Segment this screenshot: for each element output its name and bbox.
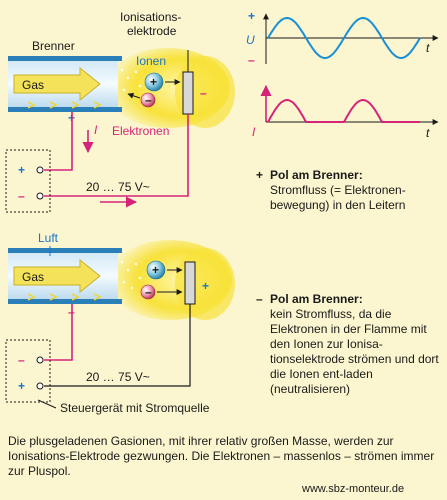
ionisation-electrode-label-2: elektrode (127, 24, 177, 38)
pol-plus-heading: Pol am Brenner: (270, 168, 363, 182)
voltage-sine-curve (267, 16, 421, 60)
voltage-axis-label: U (246, 33, 255, 47)
ion-plus-sign: + (150, 75, 157, 89)
box-plus-bottom: + (18, 379, 25, 393)
electron-minus-sign: – (145, 93, 152, 107)
voltage-graph: + U – t (246, 9, 439, 67)
electron-top (140, 92, 156, 108)
gas-arrow-bottom (13, 258, 101, 294)
electrode-top (182, 71, 194, 115)
pol-minus-explanation: – Pol am Brenner: kein Stromfluss, da di… (256, 292, 442, 397)
air-label: Luft (38, 231, 59, 245)
source-url: www.sbz-monteur.de (302, 483, 405, 495)
box-minus-top: – (18, 189, 25, 203)
pol-minus-body: kein Stromfluss, da die Elektronen in de… (270, 307, 439, 396)
burner-label: Brenner (32, 39, 75, 53)
ion-plus-sign-bottom: + (152, 263, 159, 277)
voltage-top: 20 … 75 V~ (86, 180, 150, 194)
bottom-circuit: Gas + – Luft – + 20 … 75 V~ – + Steuerge… (5, 231, 235, 415)
ion-bottom (146, 260, 166, 280)
caption: Die plusgeladenen Gasionen, mit ihrer re… (8, 434, 435, 478)
gas-label-top: Gas (22, 78, 44, 92)
electron-bottom (140, 284, 156, 300)
ions-label: Ionen (136, 54, 166, 68)
top-circuit: Gas + – Ionisations- elektrode Brenner I… (5, 10, 235, 213)
box-plus-top: + (18, 163, 25, 177)
electron-minus-sign-bottom: – (145, 285, 152, 299)
ion-top (144, 72, 164, 92)
current-graph: I t (252, 84, 439, 140)
wire-burner-top (44, 112, 73, 171)
box-minus-bottom: – (18, 353, 25, 367)
current-pulse-curve (267, 98, 420, 123)
pol-minus-heading: Pol am Brenner: (270, 292, 363, 306)
current-i-top: I (94, 123, 98, 137)
electrode-bottom (184, 261, 196, 305)
ionisation-electrode-label-1: Ionisations- (120, 10, 181, 24)
voltage-minus: – (248, 53, 255, 67)
pol-plus-body: Stromfluss (= Elektronen-bewegung) in de… (270, 183, 406, 212)
electrode-plus-bottom: + (202, 279, 209, 293)
control-unit-label: Steuergerät mit Stromquelle (60, 401, 210, 415)
electrons-label: Elektronen (112, 124, 169, 138)
pol-plus-symbol: + (256, 168, 264, 182)
control-box-bottom (5, 339, 51, 403)
electrode-minus-top: – (200, 86, 207, 100)
gas-label-bottom: Gas (22, 270, 44, 284)
control-box-top (5, 149, 51, 213)
pol-minus-symbol: – (256, 292, 263, 306)
wire-electrode-bottom (44, 304, 191, 387)
voltage-plus: + (248, 9, 255, 23)
current-axis-label: I (252, 125, 256, 139)
wire-electrode-top (44, 114, 189, 197)
pol-plus-explanation: + Pol am Brenner: Stromfluss (= Elektron… (256, 168, 442, 213)
gas-arrow-top (13, 66, 101, 102)
voltage-time-label: t (426, 41, 430, 55)
voltage-bottom: 20 … 75 V~ (86, 370, 150, 384)
current-time-label: t (426, 126, 430, 140)
wire-burner-bottom (44, 304, 73, 361)
